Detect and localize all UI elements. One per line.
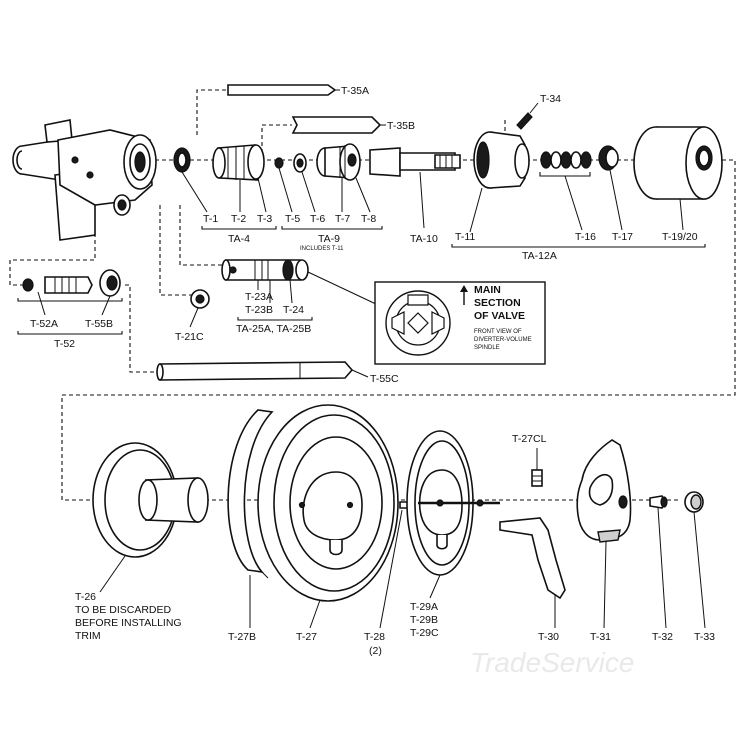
gasket-t27b [227, 409, 274, 628]
label-t26-note-2: BEFORE INSTALLING [75, 617, 182, 629]
label-t2: T-2 [231, 213, 246, 225]
label-t23b: T-23B [245, 304, 273, 316]
inset-title-3: OF VALVE [474, 310, 525, 322]
watermark: TradeService [470, 647, 634, 678]
bracket-ta12a [451, 244, 706, 248]
bracket-t52 [17, 331, 123, 335]
inset-title-2: SECTION [474, 297, 521, 309]
label-t52: T-52 [54, 338, 75, 350]
leader-to-inset [307, 271, 379, 306]
cartridge-t2-t3 [212, 144, 267, 213]
nut-t17 [598, 145, 623, 231]
label-ta25: TA-25A, TA-25B [236, 323, 311, 335]
label-t27b: T-27B [228, 631, 256, 643]
bracket-ta4 [201, 226, 277, 230]
label-t8: T-8 [361, 213, 376, 225]
label-t34: T-34 [540, 93, 561, 105]
cap-t33 [684, 491, 706, 629]
handle-t31 [576, 439, 632, 629]
label-ta10: TA-10 [410, 233, 438, 245]
label-t5: T-5 [285, 213, 300, 225]
bar-t35b [291, 116, 386, 134]
label-t55b: T-55B [85, 318, 113, 330]
label-t26: T-26 [75, 591, 96, 603]
label-t32: T-32 [652, 631, 673, 643]
screw-t32 [649, 495, 668, 629]
ring-t6 [293, 153, 316, 213]
plate-t29 [406, 430, 500, 599]
label-ta9-note: INCLUDES T-11 [300, 246, 344, 252]
label-t1: T-1 [203, 213, 218, 225]
label-t29a: T-29A [410, 601, 438, 613]
label-t55c: T-55C [370, 373, 399, 385]
rod-t55c [156, 361, 369, 381]
bracket-ta25 [237, 317, 313, 321]
label-t1920: T-19/20 [662, 231, 698, 243]
escutcheon-t27 [257, 404, 399, 629]
label-t33: T-33 [694, 631, 715, 643]
label-t29b: T-29B [410, 614, 438, 626]
label-t26-note-1: TO BE DISCARDED [75, 604, 171, 616]
clip-t27cl [531, 448, 543, 487]
cap-t55b [99, 269, 121, 316]
cartridge-t52a [22, 276, 93, 316]
label-t28-qty: (2) [369, 645, 382, 657]
label-t7: T-7 [335, 213, 350, 225]
bracket-t52-top [17, 298, 123, 302]
valve-body [12, 119, 157, 241]
label-t26-note-3: TRIM [75, 630, 101, 642]
label-t21c: T-21C [175, 331, 204, 343]
label-t52a: T-52A [30, 318, 58, 330]
label-t6: T-6 [310, 213, 325, 225]
inset-main-section [374, 281, 546, 365]
bracket-ta9 [281, 226, 383, 230]
label-t31: T-31 [590, 631, 611, 643]
label-t23a: T-23A [245, 291, 273, 303]
lever-t30 [499, 517, 566, 628]
inset-note-3: SPINDLE [474, 345, 500, 351]
label-t27: T-27 [296, 631, 317, 643]
pin-t35a [227, 84, 340, 96]
inset-note-2: DIVERTER-VOLUME [474, 337, 532, 343]
spindle-t7-t8 [316, 143, 371, 213]
label-t16: T-16 [575, 231, 596, 243]
label-t35b: T-35B [387, 120, 415, 132]
stem-ta10 [369, 147, 461, 229]
inset-title-1: MAIN [474, 284, 501, 296]
spindle-t23 [221, 259, 309, 304]
label-t30: T-30 [538, 631, 559, 643]
label-ta12a: TA-12A [522, 250, 557, 262]
plaster-guard-t26 [92, 442, 209, 593]
ring-t1 [173, 147, 208, 213]
label-t11: T-11 [455, 231, 475, 243]
screw-t34 [516, 102, 539, 130]
inset-note-1: FRONT VIEW OF [474, 329, 522, 335]
label-t17: T-17 [612, 231, 633, 243]
label-t24: T-24 [283, 304, 304, 316]
bonnet-nut-t11 [469, 131, 530, 233]
label-t35a: T-35A [341, 85, 369, 97]
label-t28: T-28 [364, 631, 385, 643]
label-ta4: TA-4 [228, 233, 250, 245]
label-t27cl: T-27CL [512, 433, 547, 445]
label-t3: T-3 [257, 213, 272, 225]
packing-t16 [539, 151, 592, 231]
label-ta9: TA-9 [318, 233, 340, 245]
plug-t21c [189, 289, 210, 328]
sleeve-t1920 [633, 126, 723, 231]
label-t29c: T-29C [410, 627, 439, 639]
washer-t5 [274, 157, 293, 213]
